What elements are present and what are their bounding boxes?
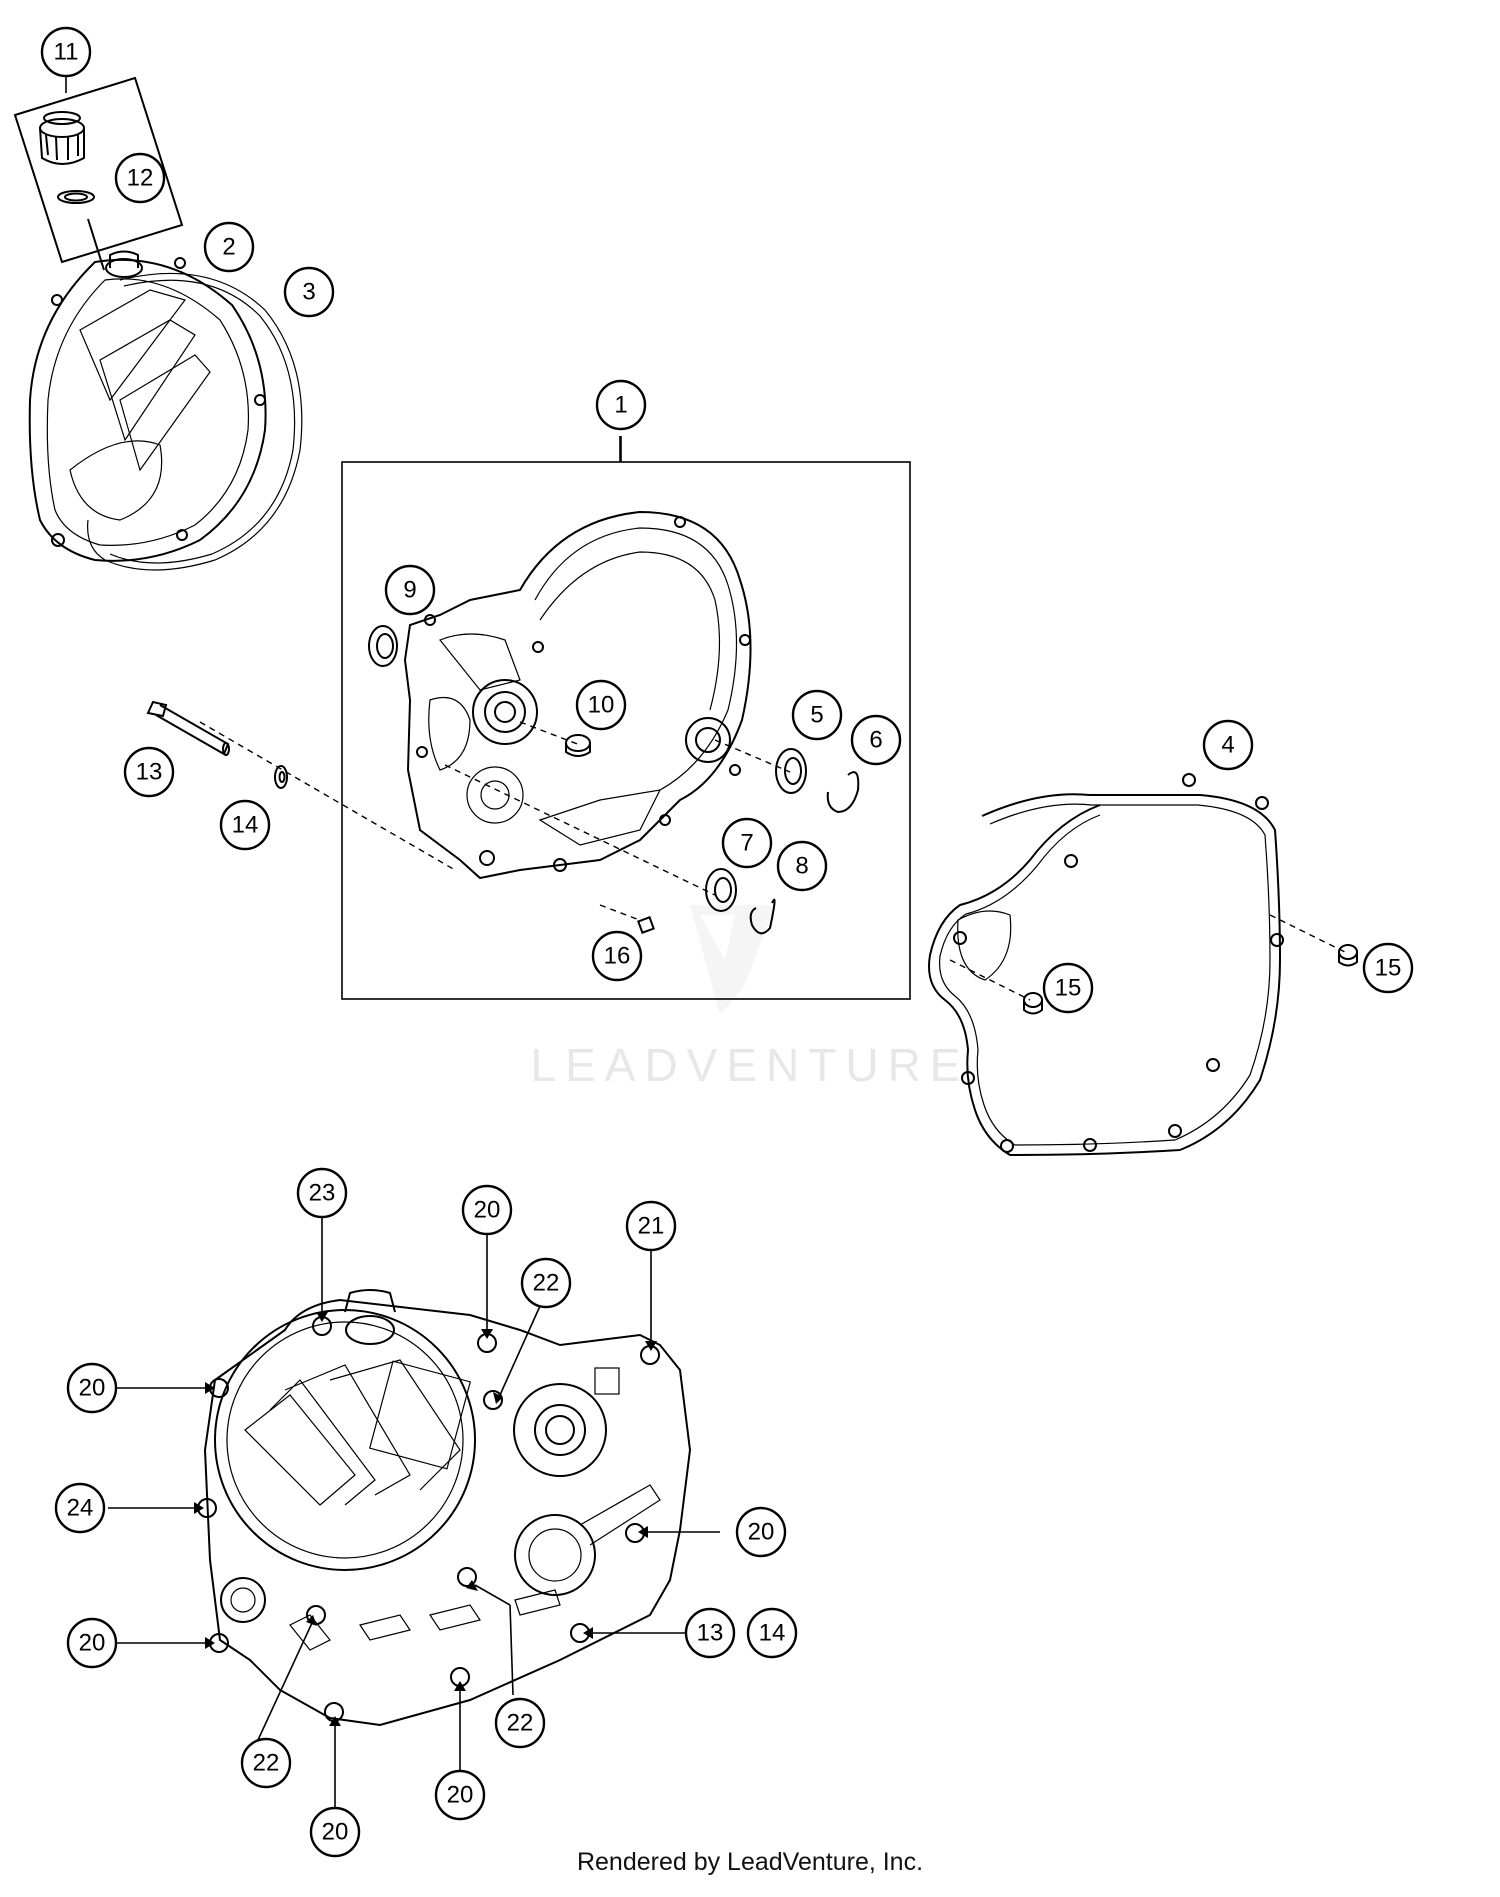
callout-13: 13 <box>684 1607 736 1659</box>
washer-14 <box>274 765 288 789</box>
callout-2: 2 <box>203 221 255 273</box>
callout-4: 4 <box>1202 719 1254 771</box>
callout-number: 12 <box>127 165 154 192</box>
clutch-cover-gasket <box>928 773 1284 1157</box>
callout-number: 14 <box>232 812 259 839</box>
callout-number: 11 <box>54 39 79 66</box>
shaft-seal-9 <box>368 625 398 667</box>
callout-number: 20 <box>322 1819 349 1846</box>
callout-number: 22 <box>253 1750 280 1777</box>
callout-number: 20 <box>447 1782 474 1809</box>
callout-23: 23 <box>296 1167 348 1219</box>
callout-number: 1 <box>614 392 627 419</box>
outer-clutch-cover <box>28 250 267 562</box>
callout-number: 13 <box>697 1620 724 1647</box>
callout-21: 21 <box>625 1200 677 1252</box>
callout-20: 20 <box>66 1362 118 1414</box>
callout-22: 22 <box>520 1257 572 1309</box>
callout-number: 6 <box>869 727 882 754</box>
callout-number: 20 <box>748 1519 775 1546</box>
callout-number: 20 <box>474 1197 501 1224</box>
callout-number: 21 <box>638 1213 665 1240</box>
callout-12: 12 <box>114 152 166 204</box>
footer-credit: Rendered by LeadVenture, Inc. <box>576 1848 924 1876</box>
callout-number: 10 <box>588 692 615 719</box>
assembled-clutch-cover <box>197 1289 692 1727</box>
callout-number: 5 <box>810 702 823 729</box>
callout-3: 3 <box>283 266 335 318</box>
callout-number: 9 <box>403 577 416 604</box>
bushing-10 <box>565 734 591 757</box>
callout-number: 24 <box>67 1495 94 1522</box>
callout-number: 4 <box>1221 732 1234 759</box>
callout-6: 6 <box>850 714 902 766</box>
callout-20: 20 <box>735 1506 787 1558</box>
callout-16: 16 <box>591 930 643 982</box>
callout-5: 5 <box>791 689 843 741</box>
callout-14: 14 <box>746 1607 798 1659</box>
callout-number: 22 <box>533 1270 560 1297</box>
dowel-pin-15a <box>1023 992 1043 1015</box>
callout-number: 20 <box>79 1375 106 1402</box>
callout-20: 20 <box>66 1617 118 1669</box>
circlip-6 <box>826 771 860 814</box>
callout-number: 20 <box>79 1630 106 1657</box>
screw-plug-16 <box>637 916 655 934</box>
circlip-8 <box>749 898 776 935</box>
callout-number: 8 <box>795 853 808 880</box>
callout-number: 2 <box>222 234 235 261</box>
shaft-seal-5 <box>775 748 807 794</box>
callout-number: 15 <box>1375 955 1402 982</box>
watermark-text: LEADVENTURE <box>530 1039 970 1091</box>
shaft-seal-7 <box>705 868 737 912</box>
callout-20: 20 <box>461 1184 513 1236</box>
callout-22: 22 <box>494 1697 546 1749</box>
callout-14: 14 <box>219 799 271 851</box>
callout-number: 22 <box>507 1710 534 1737</box>
clutch-cover-assembly <box>403 510 752 880</box>
callout-22: 22 <box>240 1737 292 1789</box>
callout-20: 20 <box>309 1806 361 1858</box>
callout-20: 20 <box>434 1769 486 1821</box>
callout-number: 14 <box>759 1620 786 1647</box>
callout-15: 15 <box>1042 962 1094 1014</box>
callout-9: 9 <box>384 564 436 616</box>
callout-number: 7 <box>740 830 753 857</box>
callout-7: 7 <box>721 817 773 869</box>
outer-cover-gasket <box>87 272 303 571</box>
callout-number: 15 <box>1055 975 1082 1002</box>
callout-number: 3 <box>302 279 315 306</box>
callout-1: 1 <box>595 379 647 431</box>
watermark-logo <box>690 905 775 1015</box>
callout-number: 23 <box>309 1180 336 1207</box>
callout-number: 16 <box>604 943 631 970</box>
callout-24: 24 <box>54 1482 106 1534</box>
callout-11: 11 <box>40 26 92 78</box>
callout-13: 13 <box>123 746 175 798</box>
leader-lines <box>108 1218 720 1810</box>
callout-15: 15 <box>1362 942 1414 994</box>
bolt-13 <box>146 700 230 756</box>
callout-number: 13 <box>136 759 163 786</box>
dowel-pin-15b <box>1338 944 1358 967</box>
callout-8: 8 <box>776 840 828 892</box>
callout-10: 10 <box>575 679 627 731</box>
